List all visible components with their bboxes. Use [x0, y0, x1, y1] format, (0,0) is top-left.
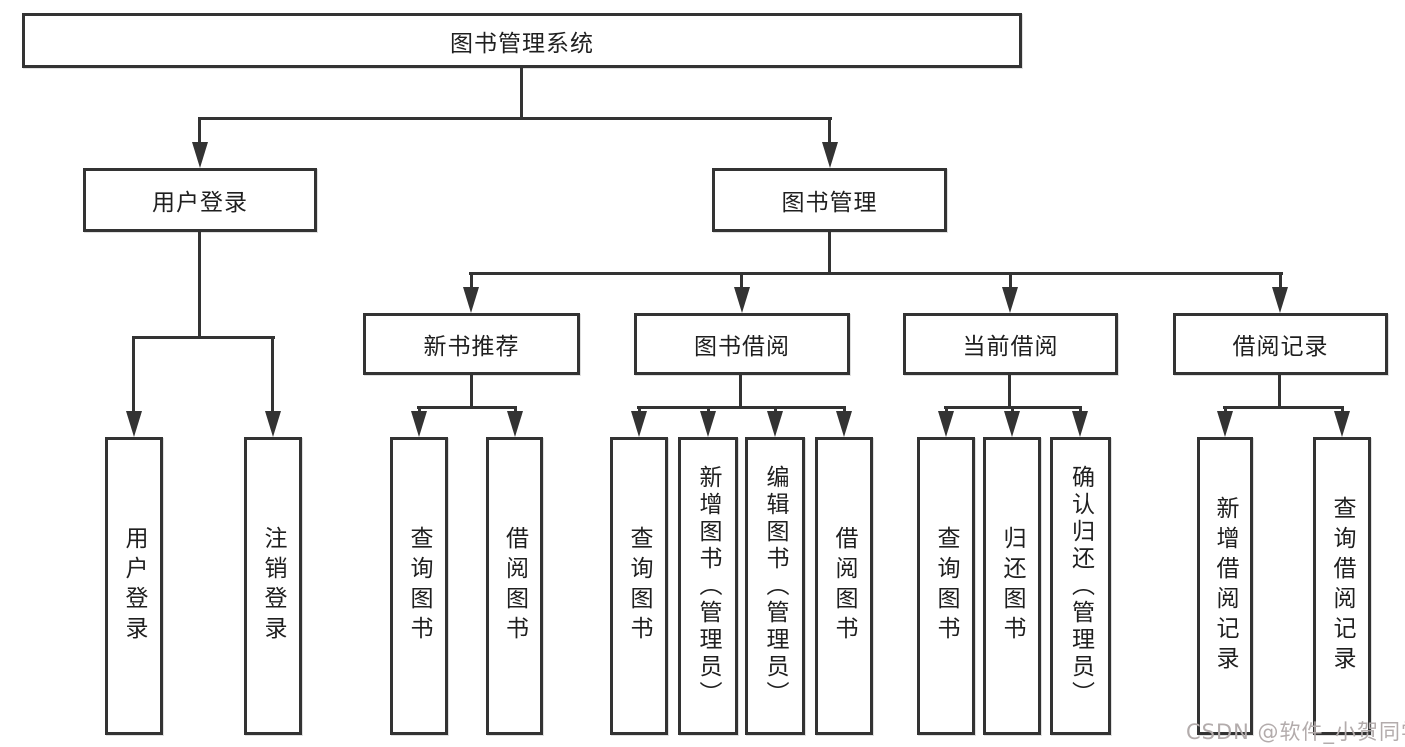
connector [514, 406, 517, 414]
node-leaf-bb-edit-book: 编辑图书（管理员） [745, 437, 805, 735]
node-leaf-cb-query-book: 查询图书 [917, 437, 975, 735]
connector [1279, 272, 1282, 290]
arrowhead-icon [631, 411, 647, 437]
arrowhead-icon [1072, 411, 1088, 437]
arrowhead-icon [126, 411, 142, 437]
node-leaf-bb-borrow-book: 借阅图书 [815, 437, 873, 735]
arrowhead-icon [1334, 411, 1350, 437]
connector [1341, 406, 1344, 414]
connector [470, 272, 473, 290]
connector [638, 406, 641, 414]
node-leaf-cb-return-book: 归还图书 [983, 437, 1041, 735]
arrowhead-icon [836, 411, 852, 437]
connector [945, 406, 948, 414]
node-leaf-cb-confirm-return: 确认归还（管理员） [1050, 437, 1111, 735]
connector [774, 406, 777, 414]
arrowhead-icon [1004, 411, 1020, 437]
connector [198, 232, 201, 336]
connector [637, 406, 846, 409]
connector [828, 232, 831, 272]
arrowhead-icon [822, 142, 838, 168]
node-leaf-rec-borrow-book: 借阅图书 [486, 437, 543, 735]
arrowhead-icon [507, 411, 523, 437]
node-leaf-user-login: 用户登录 [105, 437, 163, 735]
connector [740, 272, 743, 290]
connector [470, 375, 473, 406]
connector [417, 406, 517, 409]
connector [1008, 375, 1011, 406]
arrowhead-icon [1272, 287, 1288, 313]
node-leaf-bb-query-book: 查询图书 [610, 437, 668, 735]
node-leaf-br-query-record: 查询借阅记录 [1313, 437, 1371, 735]
connector [1278, 375, 1281, 406]
arrowhead-icon [767, 411, 783, 437]
node-book-mgmt-branch: 图书管理 [712, 168, 947, 232]
csdn-watermark: CSDN @软件_小贺同学 [1186, 720, 1405, 744]
connector [739, 375, 742, 406]
node-user-login-branch: 用户登录 [83, 168, 317, 232]
node-current-borrow: 当前借阅 [903, 313, 1118, 375]
arrowhead-icon [411, 411, 427, 437]
connector [1009, 272, 1012, 290]
arrowhead-icon [265, 411, 281, 437]
arrowhead-icon [463, 287, 479, 313]
node-leaf-logout: 注销登录 [244, 437, 302, 735]
connector [198, 117, 201, 145]
connector [520, 68, 523, 117]
connector [828, 117, 831, 145]
arrowhead-icon [192, 142, 208, 168]
node-new-book-rec: 新书推荐 [363, 313, 580, 375]
connector [418, 406, 421, 414]
arrowhead-icon [734, 287, 750, 313]
node-leaf-bb-add-book: 新增图书（管理员） [678, 437, 738, 735]
arrowhead-icon [1002, 287, 1018, 313]
arrowhead-icon [1217, 411, 1233, 437]
connector [198, 117, 832, 120]
arrowhead-icon [938, 411, 954, 437]
connector [1223, 406, 1344, 409]
connector [132, 336, 135, 413]
connector [843, 406, 846, 414]
node-book-borrow: 图书借阅 [634, 313, 850, 375]
connector [1011, 406, 1014, 414]
node-leaf-br-add-record: 新增借阅记录 [1197, 437, 1253, 735]
connector [271, 336, 274, 413]
connector [707, 406, 710, 414]
connector [1079, 406, 1082, 414]
connector [469, 272, 1283, 275]
node-borrow-record: 借阅记录 [1173, 313, 1388, 375]
node-root: 图书管理系统 [22, 13, 1022, 68]
node-leaf-rec-query-book: 查询图书 [390, 437, 448, 735]
arrowhead-icon [700, 411, 716, 437]
connector [1224, 406, 1227, 414]
connector [132, 336, 275, 339]
